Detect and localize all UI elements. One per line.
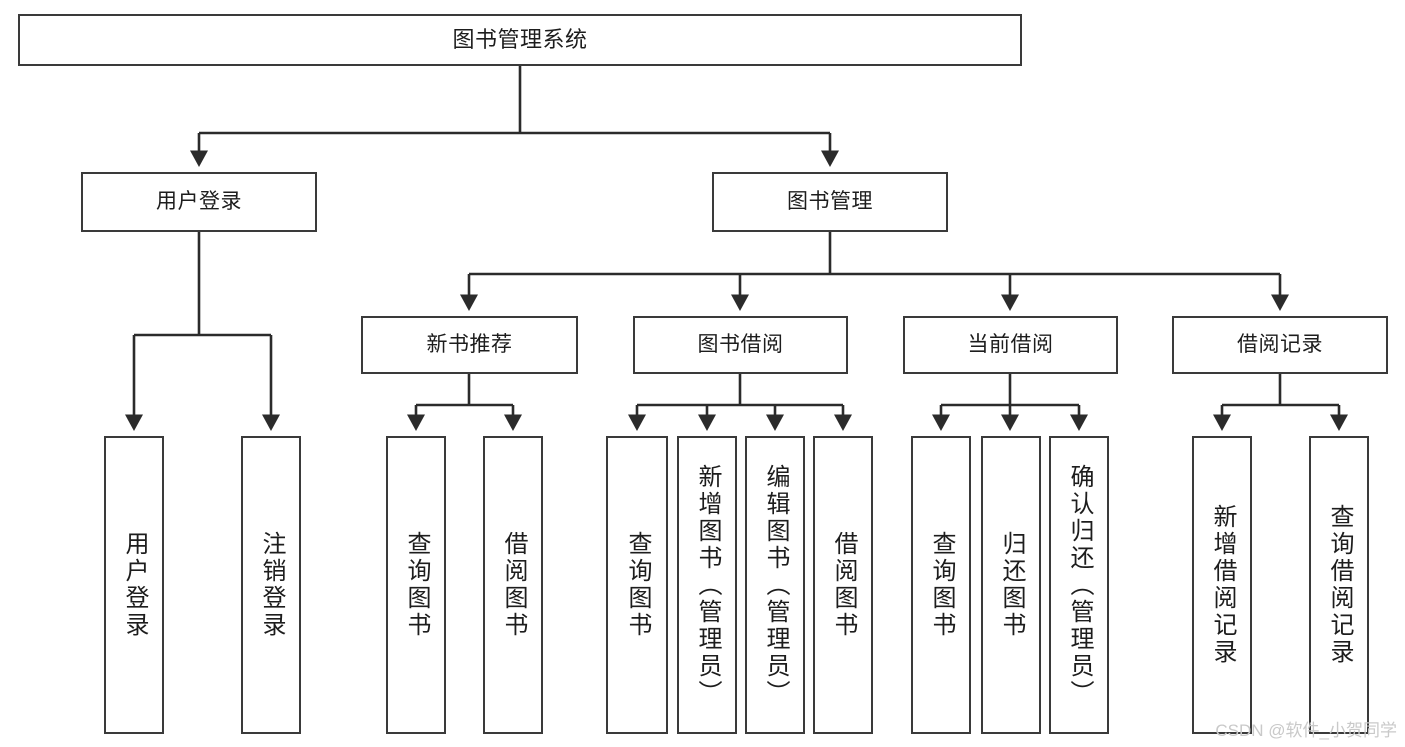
node-label: 新增借阅记录	[1209, 504, 1236, 666]
leaf-current-borrow-return-book[interactable]: 归还图书	[981, 436, 1041, 734]
node-label: 图书管理	[787, 189, 873, 213]
node-new-book-recommend[interactable]: 新书推荐	[361, 316, 578, 374]
node-label: 用户登录	[156, 189, 242, 213]
node-label: 查询图书	[403, 531, 430, 639]
node-label: 图书借阅	[697, 332, 784, 356]
node-label: 借阅图书	[500, 531, 527, 639]
watermark: CSDN @软件_小贺同学	[1215, 721, 1397, 740]
node-label: 借阅记录	[1237, 332, 1323, 356]
leaf-book-borrow-edit-book-admin[interactable]: 编辑图书（管理员）	[745, 436, 805, 734]
leaf-borrow-record-add-record[interactable]: 新增借阅记录	[1192, 436, 1252, 734]
node-label: 查询图书	[928, 531, 955, 639]
node-current-borrow[interactable]: 当前借阅	[903, 316, 1118, 374]
leaf-new-book-borrow-book[interactable]: 借阅图书	[483, 436, 543, 734]
node-root-book-management-system[interactable]: 图书管理系统	[18, 14, 1022, 66]
leaf-user-login-logout[interactable]: 注销登录	[241, 436, 301, 734]
leaf-new-book-query-book[interactable]: 查询图书	[386, 436, 446, 734]
node-label: 新书推荐	[426, 332, 513, 356]
node-label: 图书管理系统	[452, 27, 588, 53]
node-label: 新增图书（管理员）	[694, 463, 721, 707]
leaf-book-borrow-add-book-admin[interactable]: 新增图书（管理员）	[677, 436, 737, 734]
leaf-borrow-record-query-record[interactable]: 查询借阅记录	[1309, 436, 1369, 734]
leaf-current-borrow-confirm-return-admin[interactable]: 确认归还（管理员）	[1049, 436, 1109, 734]
node-label: 用户登录	[121, 531, 148, 639]
node-label: 借阅图书	[830, 531, 857, 639]
node-borrow-record[interactable]: 借阅记录	[1172, 316, 1388, 374]
leaf-book-borrow-query-book[interactable]: 查询图书	[606, 436, 668, 734]
node-user-login[interactable]: 用户登录	[81, 172, 317, 232]
node-book-borrow[interactable]: 图书借阅	[633, 316, 848, 374]
leaf-current-borrow-query-book[interactable]: 查询图书	[911, 436, 971, 734]
node-label: 编辑图书（管理员）	[762, 463, 789, 707]
leaf-user-login-login[interactable]: 用户登录	[104, 436, 164, 734]
node-label: 当前借阅	[967, 332, 1054, 356]
node-label: 注销登录	[258, 531, 285, 639]
node-label: 确认归还（管理员）	[1066, 463, 1093, 707]
node-book-management[interactable]: 图书管理	[712, 172, 948, 232]
node-label: 归还图书	[998, 531, 1025, 639]
node-label: 查询借阅记录	[1326, 504, 1353, 666]
leaf-book-borrow-borrow-book[interactable]: 借阅图书	[813, 436, 873, 734]
node-label: 查询图书	[624, 531, 651, 639]
